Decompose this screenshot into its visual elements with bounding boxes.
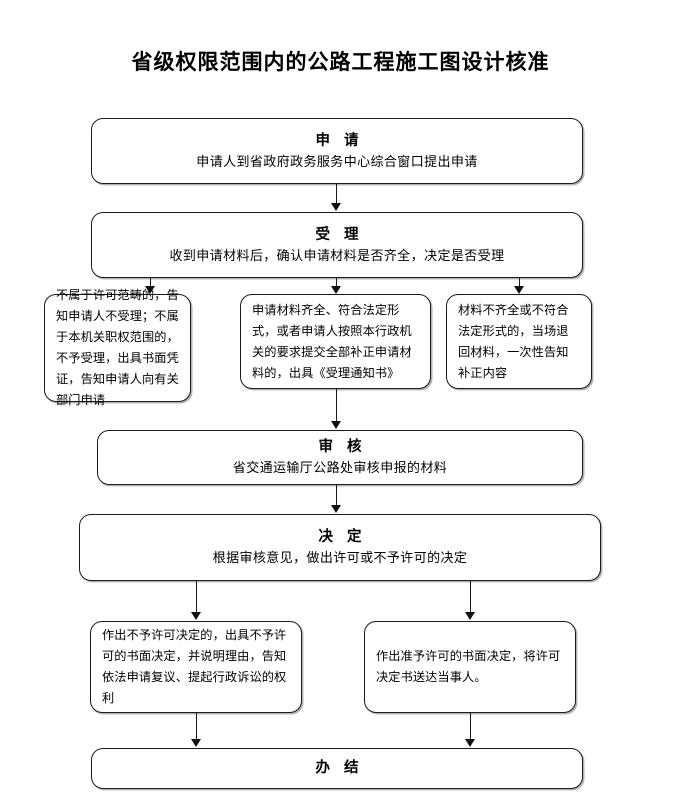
connector-accept-to-branch-middle bbox=[336, 278, 337, 288]
node-branch-left: 不属于许可范畴的，告知申请人不受理；不属于本机关职权范围的，不予受理，出具书面凭… bbox=[44, 288, 191, 407]
node-review: 审 核 省交通运输厅公路处审核申报的材料 bbox=[97, 430, 583, 485]
connector-decide-to-grant bbox=[470, 581, 471, 614]
arrow-branch-middle-to-review bbox=[331, 421, 341, 429]
arrow-accept-to-branch-middle bbox=[331, 286, 341, 294]
node-accept-head: 受 理 bbox=[315, 226, 364, 243]
arrow-deny-to-finish bbox=[191, 739, 201, 747]
node-finish: 办 结 bbox=[91, 748, 583, 789]
arrow-grant-to-finish bbox=[465, 739, 475, 747]
node-decide: 决 定 根据审核意见，做出许可或不予许可的决定 bbox=[79, 514, 601, 581]
arrow-decide-to-deny bbox=[191, 612, 201, 620]
node-branch-left-body: 不属于许可范畴的，告知申请人不受理；不属于本机关职权范围的，不予受理，出具书面凭… bbox=[56, 288, 179, 407]
node-branch-middle-body: 申请材料齐全、符合法定形式，或者申请人按照本行政机关的要求提交全部补正申请材料的… bbox=[252, 302, 412, 380]
connector-decide-to-deny bbox=[196, 581, 197, 614]
node-apply: 申 请 申请人到省政府政务服务中心综合窗口提出申请 bbox=[91, 118, 583, 184]
page-title: 省级权限范围内的公路工程施工图设计核准 bbox=[131, 51, 550, 74]
node-branch-middle: 申请材料齐全、符合法定形式，或者申请人按照本行政机关的要求提交全部补正申请材料的… bbox=[240, 294, 431, 389]
node-finish-head: 办 结 bbox=[315, 760, 364, 776]
connector-accept-to-branch-left bbox=[150, 278, 151, 288]
arrow-decide-to-grant bbox=[465, 612, 475, 620]
node-apply-body: 申请人到省政府政务服务中心综合窗口提出申请 bbox=[196, 153, 478, 169]
node-apply-head: 申 请 bbox=[315, 132, 364, 149]
node-decide-body: 根据审核意见，做出许可或不予许可的决定 bbox=[212, 550, 468, 565]
node-review-head: 审 核 bbox=[318, 439, 367, 455]
node-decision-deny: 作出不予许可决定的，出具不予许可的书面决定，并说明理由，告知依法申请复议、提起行… bbox=[90, 621, 302, 713]
node-accept-body: 收到申请材料后，确认申请材料是否齐全，决定是否受理 bbox=[169, 247, 505, 263]
arrow-apply-to-accept bbox=[331, 203, 341, 211]
connector-branch-middle-to-review bbox=[336, 389, 337, 423]
arrow-accept-to-branch-right bbox=[514, 286, 524, 294]
connector-grant-to-finish bbox=[470, 713, 471, 741]
node-decision-grant-body: 作出准予许可的书面决定，将许可决定书送达当事人。 bbox=[376, 649, 561, 684]
node-branch-right: 材料不齐全或不符合法定形式的，当场退回材料，一次性告知补正内容 bbox=[446, 294, 592, 389]
node-decide-head: 决 定 bbox=[318, 529, 367, 545]
node-accept: 受 理 收到申请材料后，确认申请材料是否齐全，决定是否受理 bbox=[91, 212, 583, 278]
connector-accept-to-branch-right bbox=[519, 278, 520, 288]
connector-review-to-decide bbox=[336, 485, 337, 507]
arrow-review-to-decide bbox=[331, 505, 341, 513]
arrow-accept-to-branch-left bbox=[145, 286, 155, 294]
connector-deny-to-finish bbox=[196, 713, 197, 741]
node-review-body: 省交通运输厅公路处审核申报的材料 bbox=[232, 460, 448, 475]
connector-apply-to-accept bbox=[336, 184, 337, 205]
node-branch-right-body: 材料不齐全或不符合法定形式的，当场退回材料，一次性告知补正内容 bbox=[458, 302, 569, 380]
node-decision-grant: 作出准予许可的书面决定，将许可决定书送达当事人。 bbox=[364, 621, 576, 713]
node-decision-deny-body: 作出不予许可决定的，出具不予许可的书面决定，并说明理由，告知依法申请复议、提起行… bbox=[102, 628, 287, 705]
